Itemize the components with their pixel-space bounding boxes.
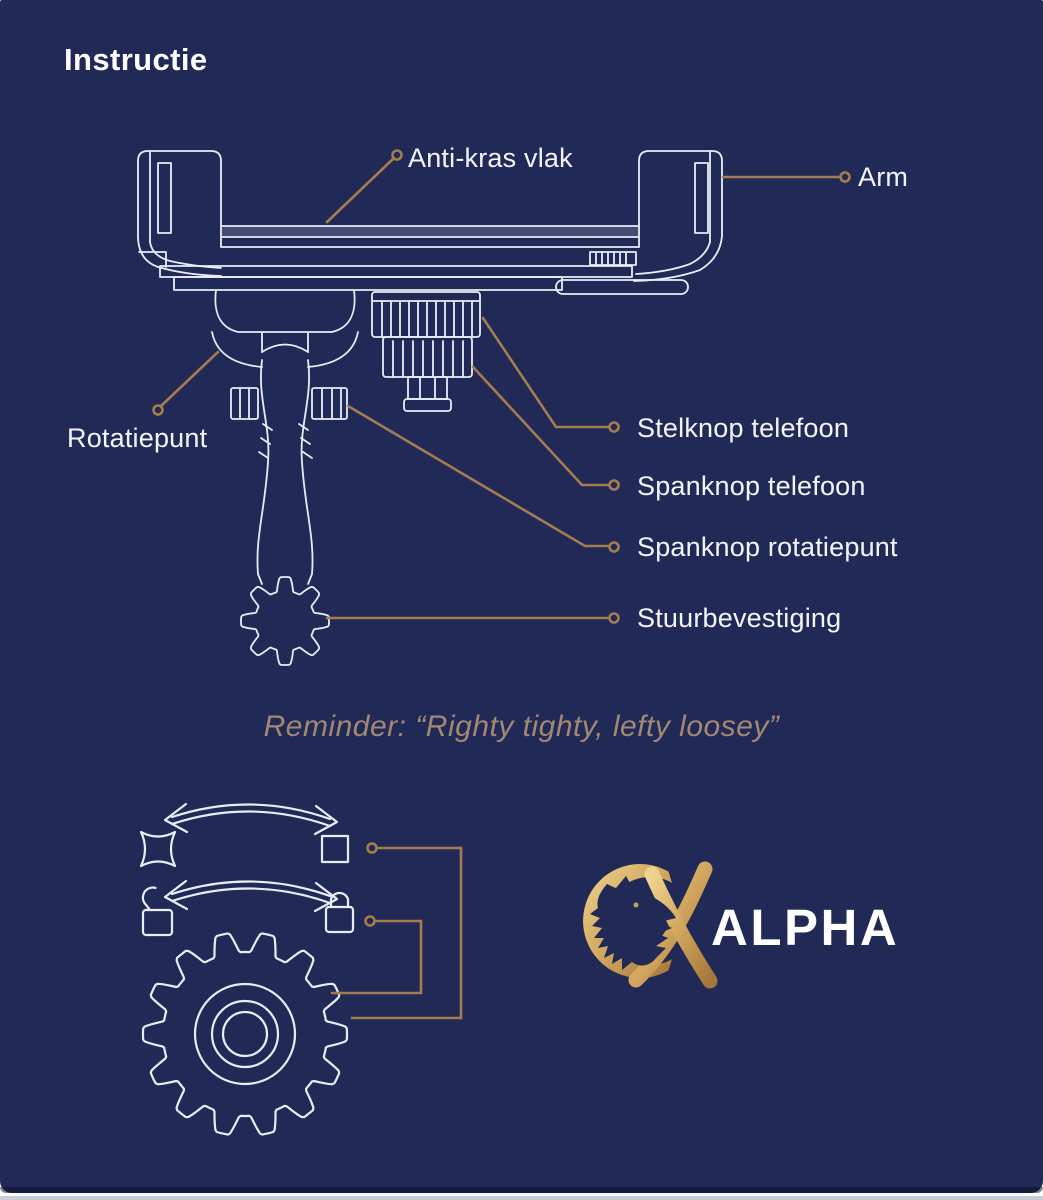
leader-stuurbevestiging: [325, 612, 620, 624]
reminder-text: Reminder: “Righty tighty, lefty loosey”: [263, 710, 780, 743]
curved-double-arrow-icon: [163, 879, 339, 913]
handlebar-star-knob: [240, 576, 330, 666]
callout-rotatiepunt: Rotatiepunt: [67, 423, 208, 453]
callout-spanknop-telefoon: Spanknop telefoon: [637, 471, 866, 501]
left-arm-grip: [137, 150, 222, 277]
wolf-head-silhouette: [590, 876, 676, 970]
unlock-icon: [141, 886, 174, 937]
phone-mount-drawing: [137, 150, 723, 666]
pinched-square-icon: [139, 830, 177, 868]
knurled-knobs: [371, 291, 481, 412]
callout-spanknop-rotatiepunt: Spanknop rotatiepunt: [637, 532, 898, 562]
anti-scratch-rail: [220, 225, 640, 248]
tighten-loosen-legend: [139, 802, 355, 1136]
leader-spanknop-telefoon: [471, 365, 620, 491]
connector-square-row: [350, 842, 463, 1020]
leader-spanknop-rotatiepunt: [346, 404, 620, 553]
gear-icon: [141, 932, 349, 1136]
lock-icon: [324, 891, 355, 934]
callout-stuurbevestiging: Stuurbevestiging: [637, 603, 842, 633]
square-icon: [320, 834, 350, 864]
leader-stelknop: [481, 316, 620, 433]
callout-arm: Arm: [858, 162, 909, 192]
brand-name: ALPHA: [711, 899, 900, 956]
right-arm-grip: [633, 150, 723, 282]
legend-connectors: [330, 842, 463, 1020]
curved-double-arrow-icon: [163, 802, 339, 836]
leader-anti-kras-vlak: [325, 149, 403, 224]
leader-rotatiepunt: [152, 350, 220, 416]
alpha-wolf-icon: [583, 861, 718, 989]
callout-leader-lines: [152, 149, 851, 624]
connector-lock-row: [330, 915, 423, 995]
leader-arm: [721, 171, 851, 183]
page-title: Instructie: [64, 42, 208, 77]
clamp-arm: [230, 359, 348, 585]
housing: [159, 251, 689, 295]
ball-joint: [211, 289, 359, 368]
callout-anti-kras-vlak: Anti-kras vlak: [408, 143, 573, 173]
page-bottom-edge: [0, 1196, 1043, 1200]
callout-stelknop-telefoon: Stelknop telefoon: [637, 413, 850, 443]
